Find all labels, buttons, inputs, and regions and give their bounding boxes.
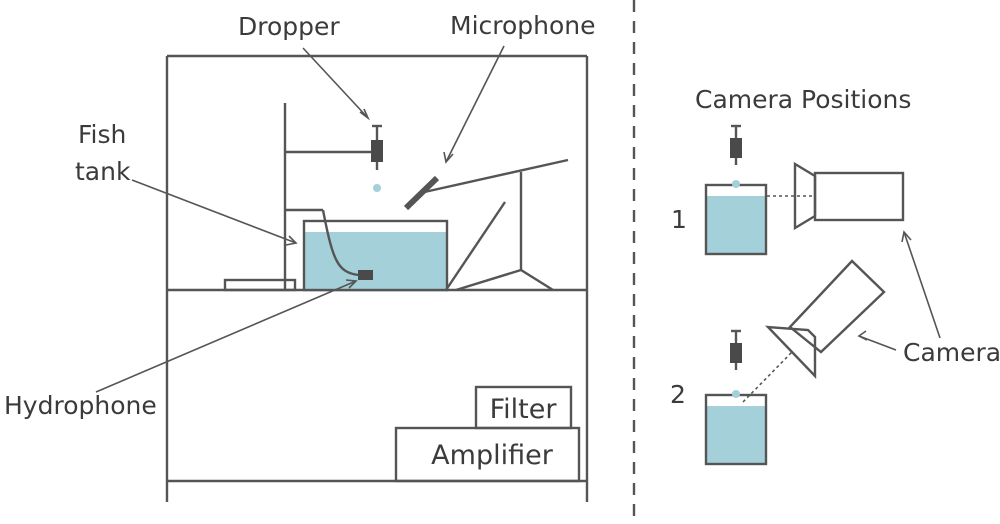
fish-tank-pointer [131,179,297,244]
beaker-2-water [707,406,765,464]
fish-tank [302,219,449,292]
filter-box: Filter [474,385,573,430]
microphone [403,158,569,292]
camera-label: Camera [903,338,1000,367]
camera-position-1: 1 [671,124,905,256]
tank-water [305,232,446,290]
position-1-label: 1 [671,205,687,234]
filter-label: Filter [490,394,558,425]
dropper [371,124,383,192]
beaker-1-water [707,196,765,254]
camera-position-2: 2 [670,259,886,466]
dropper-arrowhead [359,108,370,121]
fish-tank-label-line1: Fish [78,120,126,149]
dropper-label: Dropper [238,12,340,41]
camera-1-arrowhead [901,230,912,243]
support-stand [223,103,371,292]
microphone-pointer [445,45,505,163]
dropper-pointer [302,47,369,119]
camera-1 [793,161,905,231]
water-drop [373,184,381,192]
microphone-label: Microphone [450,11,596,40]
hydrophone-arrowhead [345,279,358,289]
amplifier-box: Amplifier [394,426,581,483]
camera-positions-title: Camera Positions [695,85,911,114]
microphone-arrowhead [443,151,454,164]
camera-2 [764,259,886,379]
amplifier-label: Amplifier [431,440,554,471]
camera-1-pointer [903,231,941,339]
position-2-label: 2 [670,380,686,409]
hydrophone-label: Hydrophone [4,391,157,420]
recording-setup: Filter Amplifier Dropper Microphone Fish… [4,11,596,502]
hydrophone-pointer [95,280,357,393]
fish-tank-arrowhead [285,235,298,246]
fish-tank-label-line2: tank [75,157,131,186]
camera-2-arrowhead [857,330,868,341]
hydrophone [321,209,373,280]
camera-positions-panel: Camera Positions 1 2 [670,85,1000,466]
